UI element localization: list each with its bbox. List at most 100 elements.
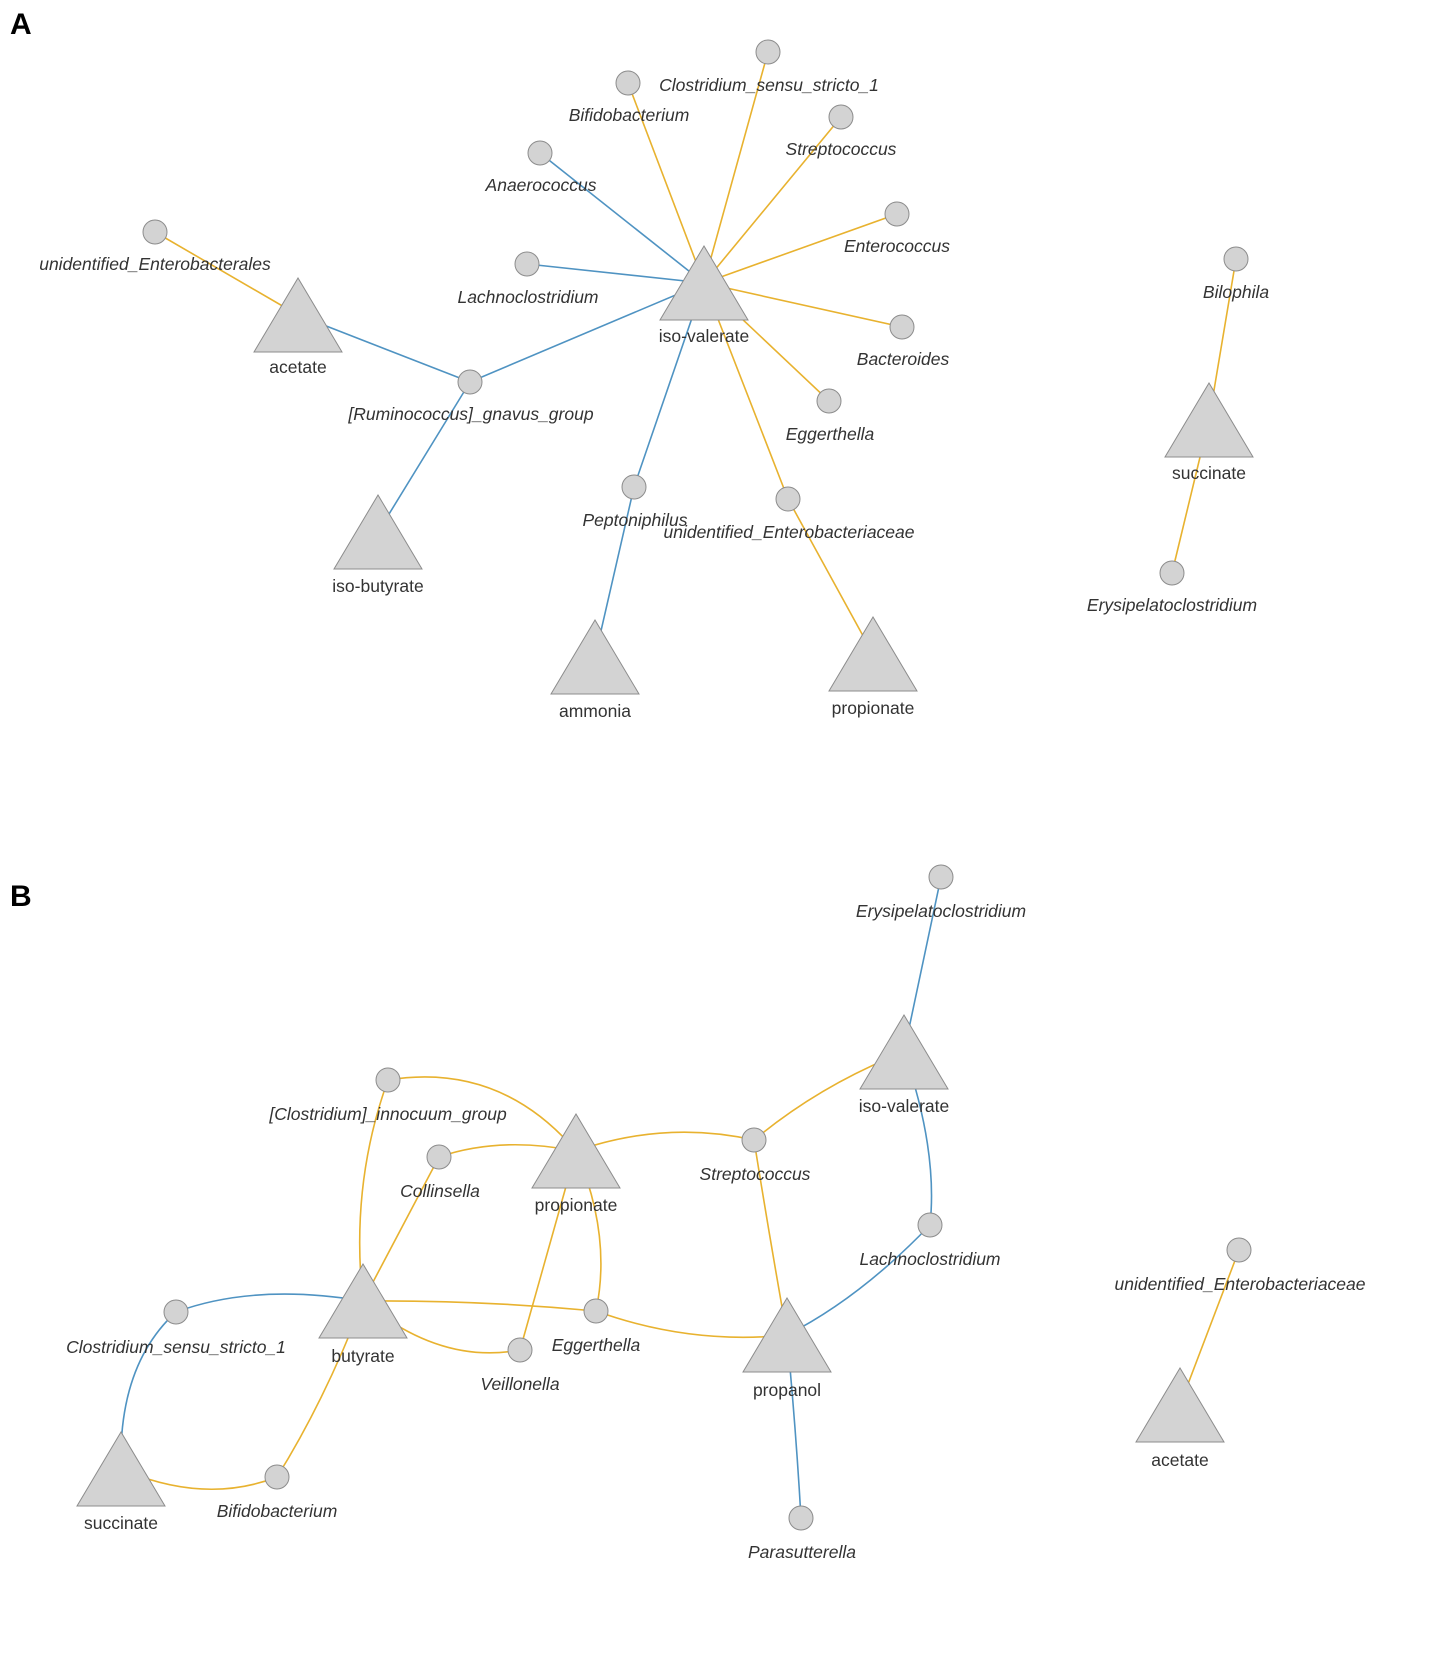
- label-layer: acetate iso-valerate iso-butyrate ammonia pr…: [39, 75, 1366, 1562]
- panel-b-edge-eggerthella-to-butyrate: [362, 1300, 597, 1312]
- panel-a-taxon-label-bifidobacterium: Bifidobacterium: [569, 105, 690, 125]
- panel-a-taxon-node-bacteroides: [889, 314, 915, 340]
- panel-a-taxon-label-unidentified-enterobacteriaceae: unidentified_Enterobacteriaceae: [663, 522, 914, 542]
- panel-b-taxon-node-clostridium-sensu-stricto-1: [163, 1299, 189, 1325]
- panel-a-metabolite-label-acetate: acetate: [269, 357, 326, 377]
- panel-b-edge-lachnoclostridium-to-propanol: [786, 1224, 931, 1336]
- panel-a-edge-enterococcus-to-iso-valerate: [703, 213, 898, 284]
- panel-b-edge-collinsella-to-butyrate: [362, 1156, 440, 1302]
- panel-a-taxon-label-peptoniphilus: Peptoniphilus: [582, 510, 687, 530]
- panel-b-taxon-node-streptococcus: [741, 1127, 767, 1153]
- panel-b-taxon-label-veillonella: Veillonella: [480, 1374, 559, 1394]
- panel-a-edge-unidentified-enterobacteriaceae-to-propionate: [787, 498, 874, 655]
- panel-a-edge-ruminococcus-gnavus-group-to-iso-valerate: [469, 282, 705, 383]
- panel-b-metabolite-label-succinate: succinate: [84, 1513, 158, 1533]
- panel-a-edge-lachnoclostridium-to-iso-valerate: [526, 263, 705, 284]
- panel-a-metabolite-node-propionate: [828, 616, 918, 692]
- panel-b-edge-unidentified-enterobacteriaceae-to-acetate: [1179, 1249, 1240, 1406]
- panel-b-taxon-label-eggerthella: Eggerthella: [552, 1335, 641, 1355]
- panel-a-edge-anaerococcus-to-iso-valerate: [539, 152, 705, 284]
- panel-a-taxon-node-bilophila: [1223, 246, 1249, 272]
- panel-b-edge-clostridium-sensu-stricto-1-to-butyrate: [175, 1293, 364, 1313]
- panel-a-taxon-label-ruminococcus-gnavus-group: [Ruminococcus]_gnavus_group: [347, 404, 593, 424]
- panel-a-edge-streptococcus-to-iso-valerate: [703, 116, 842, 284]
- panel-b-metabolite-node-iso-valerate: [859, 1014, 949, 1090]
- panel-a-taxon-label-bilophila: Bilophila: [1203, 282, 1269, 302]
- panel-b-edge-clostridium-innocuum-group-to-propionate: [387, 1076, 577, 1152]
- panel-b-taxon-label-lachnoclostridium: Lachnoclostridium: [859, 1249, 1000, 1269]
- panel-a-taxon-label-clostridium-sensu-stricto-1: Clostridium_sensu_stricto_1: [659, 75, 879, 95]
- panel-a-edge-ruminococcus-gnavus-group-to-iso-butyrate: [377, 381, 471, 533]
- panel-a-metabolite-label-propionate: propionate: [832, 698, 915, 718]
- panel-b-edge-streptococcus-to-propionate: [575, 1131, 755, 1152]
- panel-b-metabolite-label-propionate: propionate: [535, 1195, 618, 1215]
- panel-b-metabolite-node-butyrate: [318, 1263, 408, 1339]
- panel-b-taxon-node-erysipelatoclostridium: [928, 864, 954, 890]
- panel-a-metabolite-label-ammonia: ammonia: [559, 701, 631, 721]
- panel-a-metabolite-node-iso-valerate: [659, 245, 749, 321]
- panel-a-edge-bacteroides-to-iso-valerate: [703, 282, 903, 328]
- panel-a-metabolite-label-iso-valerate: iso-valerate: [659, 326, 749, 346]
- panel-a-taxon-label-bacteroides: Bacteroides: [857, 349, 950, 369]
- panel-a-taxon-label-eggerthella: Eggerthella: [786, 424, 875, 444]
- panel-a-taxon-node-unidentified-enterobacterales: [142, 219, 168, 245]
- panel-a-metabolite-node-acetate: [253, 277, 343, 353]
- panel-a-taxon-node-ruminococcus-gnavus-group: [457, 369, 483, 395]
- panel-b-metabolite-node-acetate: [1135, 1367, 1225, 1443]
- panel-a-taxon-node-anaerococcus: [527, 140, 553, 166]
- panel-a-taxon-label-anaerococcus: Anaerococcus: [485, 175, 597, 195]
- panel-b-taxon-node-unidentified-enterobacteriaceae: [1226, 1237, 1252, 1263]
- panel-a-metabolite-node-iso-butyrate: [333, 494, 423, 570]
- panel-b-taxon-label-collinsella: Collinsella: [400, 1181, 480, 1201]
- panel-a-metabolite-label-succinate: succinate: [1172, 463, 1246, 483]
- panel-b-edge-erysipelatoclostridium-to-iso-valerate: [903, 876, 942, 1053]
- panel-b-edge-eggerthella-to-propanol: [595, 1310, 788, 1339]
- panel-b-taxon-node-collinsella: [426, 1144, 452, 1170]
- edge-layer: [120, 51, 1240, 1519]
- panel-a-taxon-label-unidentified-enterobacterales: unidentified_Enterobacterales: [39, 254, 271, 274]
- panel-b-taxon-node-veillonella: [507, 1337, 533, 1363]
- panel-b-metabolite-label-propanol: propanol: [753, 1380, 821, 1400]
- panel-b-taxon-node-clostridium-innocuum-group: [375, 1067, 401, 1093]
- panel-b-taxon-label-bifidobacterium: Bifidobacterium: [217, 1501, 338, 1521]
- panel-a-taxon-node-bifidobacterium: [615, 70, 641, 96]
- panel-a-taxon-node-unidentified-enterobacteriaceae: [775, 486, 801, 512]
- panel-b-taxon-node-bifidobacterium: [264, 1464, 290, 1490]
- panel-a-taxon-node-eggerthella: [816, 388, 842, 414]
- panel-b-taxon-label-unidentified-enterobacteriaceae: unidentified_Enterobacteriaceae: [1114, 1274, 1365, 1294]
- panel-a-taxon-label-erysipelatoclostridium: Erysipelatoclostridium: [1087, 595, 1257, 615]
- panel-a-taxon-label-enterococcus: Enterococcus: [844, 236, 950, 256]
- panel-b-metabolite-label-iso-valerate: iso-valerate: [859, 1096, 949, 1116]
- panel-b-taxon-label-streptococcus: Streptococcus: [700, 1164, 811, 1184]
- panel-a-edge-unidentified-enterobacterales-to-acetate: [154, 231, 299, 316]
- panel-a-taxon-node-erysipelatoclostridium: [1159, 560, 1185, 586]
- node-layer: [76, 39, 1254, 1531]
- panel-b-taxon-label-clostridium-sensu-stricto-1: Clostridium_sensu_stricto_1: [66, 1337, 286, 1357]
- panel-b-taxon-node-lachnoclostridium: [917, 1212, 943, 1238]
- panel-b-taxon-label-erysipelatoclostridium: Erysipelatoclostridium: [856, 901, 1026, 921]
- panel-a-label: A: [10, 8, 32, 41]
- panel-b-metabolite-label-butyrate: butyrate: [331, 1346, 394, 1366]
- panel-b-taxon-node-parasutterella: [788, 1505, 814, 1531]
- panel-b-metabolite-node-propionate: [531, 1113, 621, 1189]
- panel-b-taxon-label-parasutterella: Parasutterella: [748, 1542, 856, 1562]
- panel-a-metabolite-node-succinate: [1164, 382, 1254, 458]
- panel-a-taxon-node-enterococcus: [884, 201, 910, 227]
- panel-b-label: B: [10, 880, 32, 913]
- panel-b-metabolite-node-succinate: [76, 1431, 166, 1507]
- panel-a-taxon-label-lachnoclostridium: Lachnoclostridium: [457, 287, 598, 307]
- panel-a-edge-clostridium-sensu-stricto-1-to-iso-valerate: [703, 51, 769, 284]
- panel-a-edge-bifidobacterium-to-iso-valerate: [627, 82, 705, 284]
- panel-b-taxon-node-eggerthella: [583, 1298, 609, 1324]
- panel-b-taxon-label-clostridium-innocuum-group: [Clostridium]_innocuum_group: [268, 1104, 507, 1124]
- panel-a-taxon-node-streptococcus: [828, 104, 854, 130]
- panel-b-metabolite-node-propanol: [742, 1297, 832, 1373]
- panel-a-metabolite-node-ammonia: [550, 619, 640, 695]
- panel-a-taxon-label-streptococcus: Streptococcus: [786, 139, 897, 159]
- panel-a-metabolite-label-iso-butyrate: iso-butyrate: [332, 576, 423, 596]
- panel-a-taxon-node-peptoniphilus: [621, 474, 647, 500]
- panel-a-taxon-node-clostridium-sensu-stricto-1: [755, 39, 781, 65]
- panel-b-metabolite-label-acetate: acetate: [1151, 1450, 1208, 1470]
- panel-a-taxon-node-lachnoclostridium: [514, 251, 540, 277]
